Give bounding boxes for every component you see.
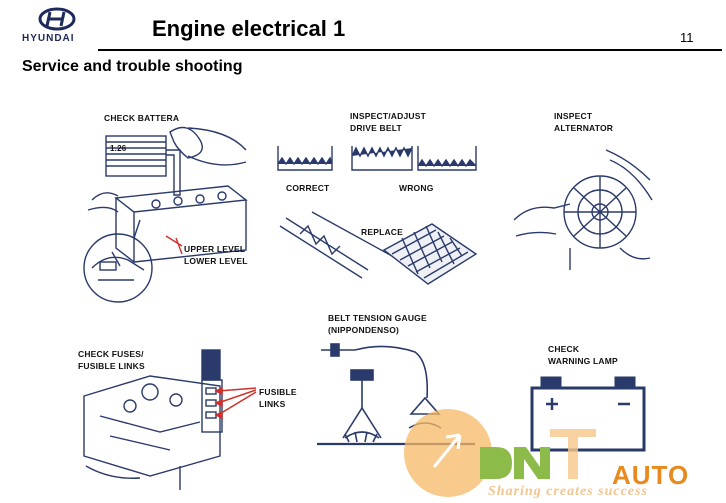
watermark-tagline: Sharing creates success: [488, 484, 648, 499]
page-title: Engine electrical 1: [152, 16, 346, 41]
section-title: Service and trouble shooting: [22, 58, 243, 75]
label-wrong: WRONG: [399, 183, 434, 193]
label-check-warning-lamp: CHECK WARNING LAMP: [548, 344, 618, 366]
fuse-box-illustration: [83, 349, 257, 490]
label-fusible-links: FUSIBLE LINKS: [259, 387, 297, 409]
battery-illustration: [83, 126, 248, 303]
watermark-brand: AUTO: [612, 460, 690, 490]
brand-name: HYUNDAI: [22, 33, 75, 44]
drive-belt-illustration: [277, 146, 478, 285]
label-inspect-belt: INSPECT/ADJUST DRIVE BELT: [350, 111, 427, 133]
label-check-battery: CHECK BATTERA: [104, 113, 180, 123]
alternator-illustration: [513, 149, 653, 270]
label-battery-reading: 1.26: [110, 144, 127, 153]
warning-lamp-illustration: [530, 376, 646, 452]
label-check-fuses: CHECK FUSES/ FUSIBLE LINKS: [78, 349, 145, 371]
header-divider: [98, 49, 722, 51]
page-number: 11: [680, 30, 694, 45]
label-belt-tension-gauge: BELT TENSION GAUGE (NIPPONDENSO): [328, 313, 427, 335]
watermark-logo: [404, 409, 596, 497]
hyundai-logo: [38, 7, 76, 31]
label-replace: REPLACE: [361, 227, 404, 237]
label-inspect-alternator: INSPECT ALTERNATOR: [554, 111, 614, 133]
label-upper-lower-level: UPPER LEVEL LOWER LEVEL: [184, 244, 248, 266]
label-correct: CORRECT: [286, 183, 330, 193]
